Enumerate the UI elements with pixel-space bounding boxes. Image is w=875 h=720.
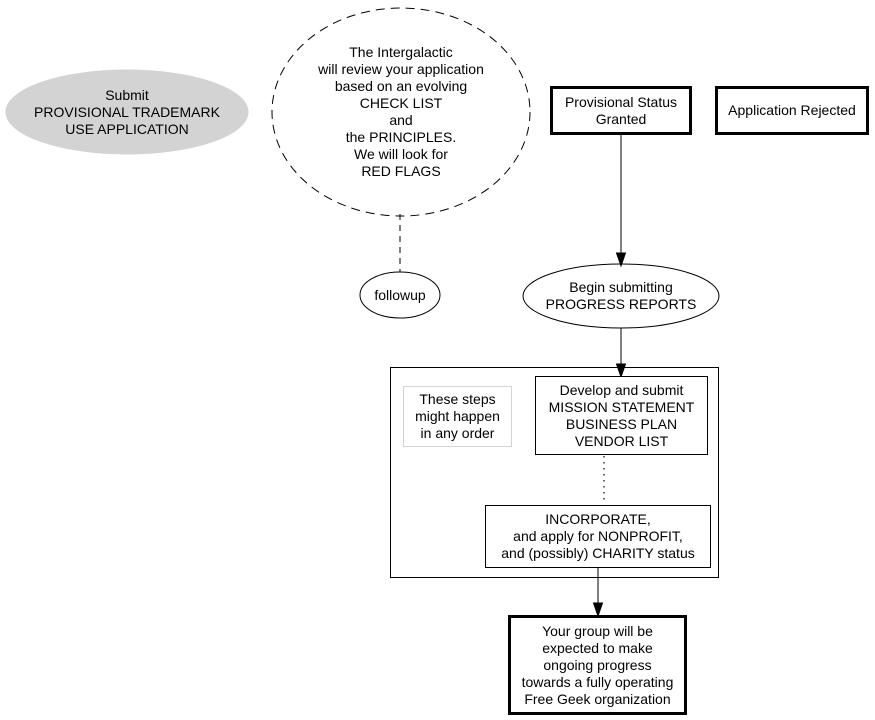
review-application-node: The Intergalactic will review your appli… [318,44,484,179]
submit-ellipse [5,69,249,155]
application-rejected-node: Application Rejected [715,86,869,135]
arrowhead-provisional-progress [615,252,627,268]
followup-node: followup [374,286,426,303]
ongoing-progress-node: Your group will be expected to make ongo… [508,615,687,715]
submit-application-node: Submit PROVISIONAL TRADEMARK USE APPLICA… [34,86,220,137]
develop-and-submit-node: Develop and submit MISSION STATEMENT BUS… [535,376,708,455]
progress-reports-node: Begin submitting PROGRESS REPORTS [545,279,697,312]
provisional-status-granted-node: Provisional Status Granted [550,86,692,135]
review-ellipse [271,7,531,217]
cluster-any-order-rect [390,367,719,578]
arrowhead-incorporate-final [592,602,604,618]
any-order-note-node: These steps might happen in any order [403,386,512,447]
incorporate-nonprofit-node: INCORPORATE, and apply for NONPROFIT, an… [485,505,711,568]
